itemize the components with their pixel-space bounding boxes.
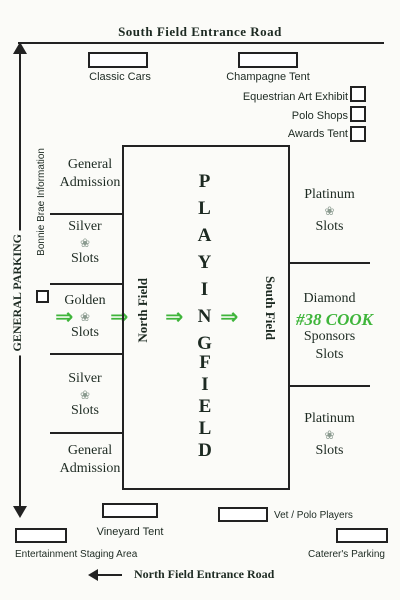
south-field-label: South Field xyxy=(263,276,278,340)
arrow-right-icon: ⇒ xyxy=(165,305,184,330)
awards-tent-booth[interactable] xyxy=(350,126,366,142)
caterers-parking-booth[interactable] xyxy=(336,528,388,543)
road-line-top xyxy=(18,42,384,44)
vet-polo-booth[interactable] xyxy=(218,507,268,522)
silver-slots-bottom[interactable]: Silver ❀ Slots xyxy=(50,370,120,420)
equestrian-art-booth[interactable] xyxy=(350,86,366,102)
sponsors-slots-label: Sponsors Slots xyxy=(303,329,356,362)
flower-icon: ❀ xyxy=(79,236,91,250)
awards-tent-label: Awards Tent xyxy=(287,128,348,140)
diamond-sponsors-slots[interactable]: Diamond xyxy=(303,291,356,306)
divider xyxy=(290,262,370,264)
divider xyxy=(50,213,123,215)
golden-slots[interactable]: Golden ❀ Slots xyxy=(50,292,120,342)
champagne-tent-booth[interactable] xyxy=(238,52,298,68)
arrow-up-icon xyxy=(13,42,27,54)
general-admission-bottom[interactable]: General Admission xyxy=(59,443,121,476)
vet-polo-label: Vet / Polo Players xyxy=(274,510,353,521)
champagne-tent-label: Champagne Tent xyxy=(226,71,310,83)
equestrian-art-label: Equestrian Art Exhibit xyxy=(242,91,348,103)
silver-slots-top[interactable]: Silver ❀ Slots xyxy=(50,218,120,268)
caterers-parking-label: Caterer's Parking xyxy=(308,549,385,560)
arrow-left-icon xyxy=(88,569,98,581)
divider xyxy=(290,385,370,387)
playing-field[interactable] xyxy=(122,145,290,490)
arrow-down-icon xyxy=(13,506,27,518)
polo-shops-label: Polo Shops xyxy=(291,110,348,122)
flower-icon: ❀ xyxy=(324,204,335,218)
cook-highlight: #38 COOK xyxy=(296,310,373,329)
polo-shops-booth[interactable] xyxy=(350,106,366,122)
vineyard-tent-label: Vineyard Tent xyxy=(96,526,164,538)
general-parking-label: GENERAL PARKING xyxy=(10,230,25,356)
north-field-entrance-road: North Field Entrance Road xyxy=(134,567,275,581)
divider xyxy=(50,283,123,285)
flower-icon: ❀ xyxy=(79,388,91,402)
classic-cars-label: Classic Cars xyxy=(89,71,151,83)
flower-icon: ❀ xyxy=(79,310,91,324)
platinum-slots-bottom[interactable]: Platinum ❀ Slots xyxy=(292,410,367,460)
general-admission-top[interactable]: General Admission xyxy=(59,157,121,190)
divider xyxy=(50,432,123,434)
bonnie-brae-info-label: Bonnie Brae Information xyxy=(36,148,47,256)
north-field-label: North Field xyxy=(135,278,150,343)
road-line-bottom xyxy=(92,574,122,576)
classic-cars-booth[interactable] xyxy=(88,52,148,68)
flower-icon: ❀ xyxy=(324,428,335,442)
staging-area-booth[interactable] xyxy=(15,528,67,543)
south-field-entrance-road: South Field Entrance Road xyxy=(118,24,282,39)
divider xyxy=(50,353,123,355)
arrow-right-icon: ⇒ xyxy=(55,305,74,330)
information-booth[interactable] xyxy=(36,290,49,303)
arrow-right-icon: ⇒ xyxy=(220,305,239,330)
platinum-slots-top[interactable]: Platinum ❀ Slots xyxy=(292,186,367,236)
staging-area-label: Entertainment Staging Area xyxy=(15,549,138,560)
vineyard-tent-booth[interactable] xyxy=(102,503,158,518)
